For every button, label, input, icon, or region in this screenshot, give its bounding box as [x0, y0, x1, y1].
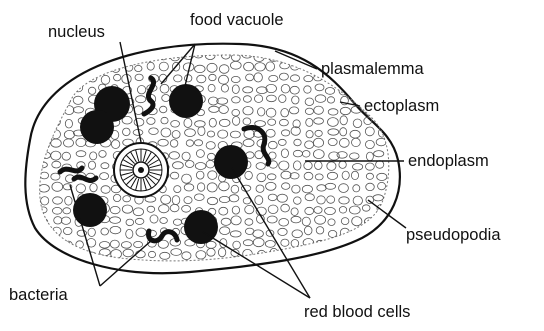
- label-plasmalemma: plasmalemma: [321, 60, 425, 78]
- red-blood-cell: [80, 110, 114, 144]
- nucleus-icon: [114, 143, 168, 197]
- endoplasm-granule: [52, 61, 60, 69]
- endoplasm-granule: [365, 250, 374, 258]
- label-red-blood-cells: red blood cells: [304, 303, 410, 321]
- label-ectoplasm: ectoplasm: [364, 97, 439, 115]
- endoplasm-granule: [377, 84, 384, 91]
- endoplasm-granule: [353, 249, 361, 256]
- label-pseudopodia: pseudopodia: [406, 226, 501, 244]
- label-bacteria: bacteria: [9, 286, 69, 304]
- endoplasm-granule: [39, 75, 50, 81]
- endoplasm-granule: [40, 84, 48, 93]
- endoplasm-granule: [97, 50, 108, 59]
- label-food-vacuole: food vacuole: [190, 11, 284, 29]
- endoplasm-granule: [51, 74, 60, 80]
- label-nucleus: nucleus: [48, 23, 105, 41]
- endoplasm-granule: [351, 85, 361, 91]
- red-blood-cell: [214, 145, 248, 179]
- endoplasm-granule: [39, 65, 49, 71]
- endoplasm-granule: [62, 63, 70, 70]
- bacterium: [60, 168, 82, 172]
- endoplasm-granule: [340, 251, 349, 260]
- endoplasm-granule: [40, 53, 47, 60]
- endoplasm-granule: [376, 238, 385, 246]
- endoplasm-granule: [378, 252, 386, 260]
- red-blood-cell: [169, 84, 203, 118]
- endoplasm-granule: [41, 248, 49, 257]
- endoplasm-granule: [365, 241, 372, 248]
- endoplasm-granule: [51, 250, 59, 258]
- endoplasm-granule: [76, 51, 85, 58]
- endoplasm-granule: [64, 51, 72, 60]
- label-endoplasm: endoplasm: [408, 152, 489, 170]
- endoplasm-granule: [349, 51, 359, 59]
- endoplasm-granule: [362, 83, 372, 92]
- endoplasm-granule: [52, 52, 59, 61]
- endoplasm-granule: [378, 118, 386, 126]
- endoplasm-granule: [77, 63, 85, 69]
- endoplasm-granule: [375, 51, 382, 57]
- endoplasm-granule: [88, 51, 97, 59]
